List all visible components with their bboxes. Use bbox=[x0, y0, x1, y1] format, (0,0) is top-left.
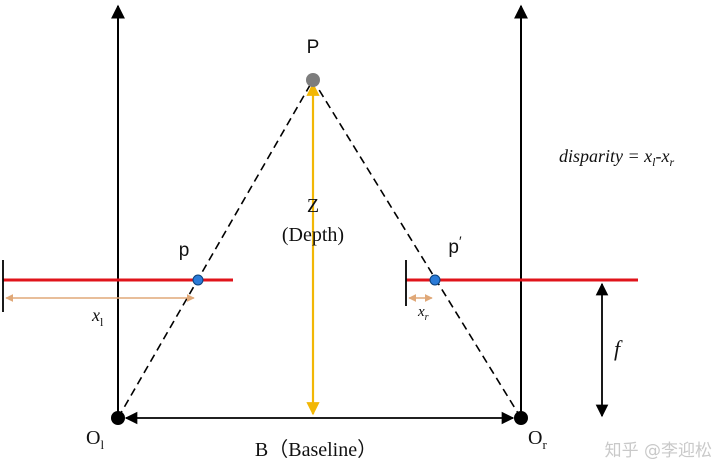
prime-mark: ′ bbox=[459, 233, 462, 249]
right-image-point-label: p′ bbox=[448, 233, 462, 258]
depth-word-label: (Depth) bbox=[282, 224, 344, 246]
right-center-letter: O bbox=[528, 427, 542, 449]
equation-lhs: disparity = bbox=[559, 146, 644, 166]
left-center-label: Ol bbox=[86, 427, 104, 452]
equation-x2: x bbox=[661, 146, 670, 166]
depth-symbol-label: Z bbox=[307, 195, 319, 217]
left-camera-center bbox=[111, 411, 125, 425]
baseline-label: B（Baseline） bbox=[255, 438, 377, 461]
equation-x1: x bbox=[643, 146, 652, 166]
equation-minus: - bbox=[656, 146, 662, 166]
disparity-equation: disparity = xl-xr bbox=[559, 146, 675, 169]
left-image-point-label: p bbox=[179, 240, 190, 261]
equation-sub2: r bbox=[670, 155, 675, 169]
right-projection-ray bbox=[312, 79, 522, 419]
right-point-letter: p bbox=[448, 237, 459, 258]
left-center-subscript: l bbox=[100, 437, 104, 452]
object-point bbox=[306, 73, 320, 87]
left-projection-ray bbox=[117, 79, 314, 419]
equation-sub1: l bbox=[652, 155, 656, 169]
focal-length-label: f bbox=[614, 336, 623, 361]
left-center-letter: O bbox=[86, 427, 100, 449]
x-left-letter: x bbox=[91, 305, 100, 325]
right-camera-center bbox=[514, 411, 528, 425]
right-center-subscript: r bbox=[542, 437, 547, 452]
x-left-label: xl bbox=[91, 305, 104, 329]
left-image-point bbox=[192, 274, 204, 286]
x-right-label: xr bbox=[417, 304, 429, 323]
watermark: 知乎 @李迎松 bbox=[605, 441, 712, 461]
x-right-subscript: r bbox=[425, 312, 429, 323]
right-center-label: Or bbox=[528, 427, 547, 452]
x-left-subscript: l bbox=[100, 315, 104, 329]
object-point-label: P bbox=[307, 37, 320, 58]
x-right-letter: x bbox=[417, 304, 425, 320]
right-image-point bbox=[429, 274, 441, 286]
